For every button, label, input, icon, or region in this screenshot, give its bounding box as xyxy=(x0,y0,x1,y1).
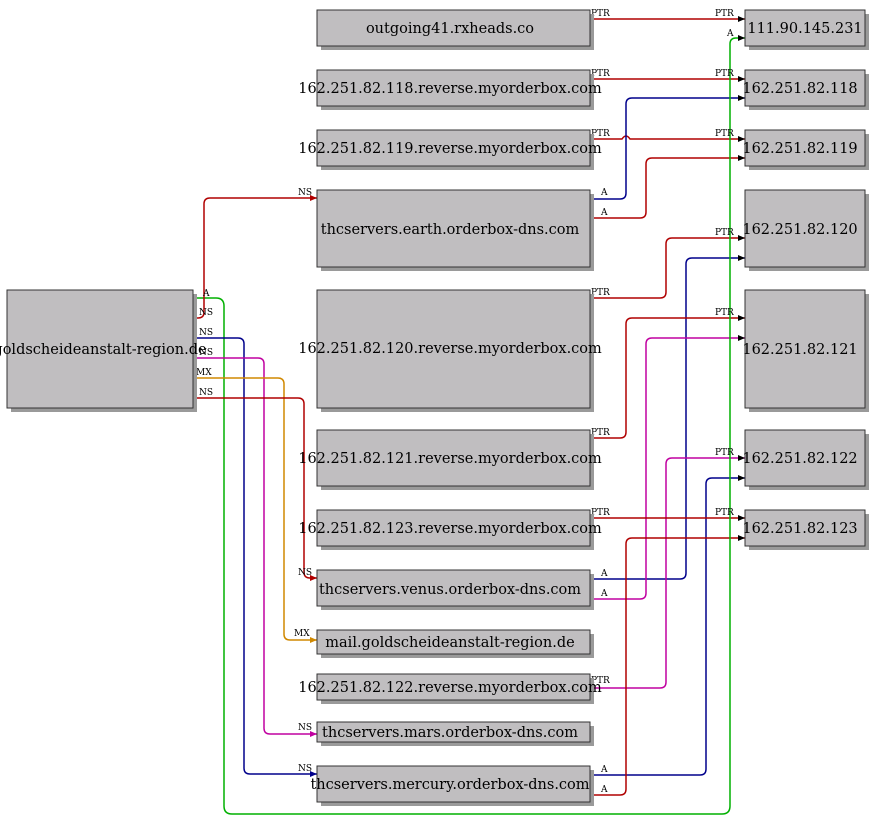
edge-a-mercury-122 xyxy=(590,477,745,776)
label-ns-gold-3: NS xyxy=(199,348,213,358)
label-a-gold: A xyxy=(202,289,210,299)
label-ns-venus: NS xyxy=(298,568,312,578)
label-ptr-rev120-src: PTR xyxy=(591,288,610,298)
node-rev121-label: 162.251.82.121.reverse.myorderbox.com xyxy=(298,451,602,467)
edge-ptr-rev121 xyxy=(590,317,745,439)
node-ip231[interactable]: 111.90.145.231 xyxy=(744,9,869,50)
edge-a-gold-231 xyxy=(193,37,745,815)
edge-ns-gold-earth xyxy=(193,197,317,319)
edge-a-mercury-123 xyxy=(590,537,745,796)
node-ip121[interactable]: 162.251.82.121 xyxy=(742,289,869,412)
node-rev118-label: 162.251.82.118.reverse.myorderbox.com xyxy=(298,81,602,97)
node-ip119-label: 162.251.82.119 xyxy=(742,141,857,157)
node-rev123[interactable]: 162.251.82.123.reverse.myorderbox.com xyxy=(298,509,602,550)
node-rev122[interactable]: 162.251.82.122.reverse.myorderbox.com xyxy=(298,673,602,704)
edge-ptr-rev120 xyxy=(590,237,745,299)
label-ptr-120-dst: PTR xyxy=(715,228,734,238)
label-ptr-outgoing41-dst: PTR xyxy=(715,9,734,19)
node-rev120-label: 162.251.82.120.reverse.myorderbox.com xyxy=(298,341,602,357)
node-venus[interactable]: thcservers.venus.orderbox-dns.com xyxy=(316,569,594,610)
label-ns-gold-2: NS xyxy=(199,328,213,338)
node-outgoing41[interactable]: outgoing41.rxheads.co xyxy=(316,9,594,50)
node-mail-label: mail.goldscheideanstalt-region.de xyxy=(325,635,574,651)
node-rev120[interactable]: 162.251.82.120.reverse.myorderbox.com xyxy=(298,289,602,412)
node-ip118[interactable]: 162.251.82.118 xyxy=(742,69,869,110)
node-ip119[interactable]: 162.251.82.119 xyxy=(742,129,869,170)
label-a-earth-1: A xyxy=(600,188,608,198)
node-mars-label: thcservers.mars.orderbox-dns.com xyxy=(322,725,578,741)
node-mercury-label: thcservers.mercury.orderbox-dns.com xyxy=(310,777,589,793)
node-goldscheideanstalt-label: goldscheideanstalt-region.de xyxy=(0,342,207,358)
label-ptr-rev119-dst: PTR xyxy=(715,129,734,139)
label-a-earth-2: A xyxy=(600,208,608,218)
edge-arrowheads xyxy=(310,16,745,777)
label-ns-gold-4: NS xyxy=(199,388,213,398)
node-rev118[interactable]: 162.251.82.118.reverse.myorderbox.com xyxy=(298,69,602,110)
node-outgoing41-label: outgoing41.rxheads.co xyxy=(366,21,534,37)
node-rev119-label: 162.251.82.119.reverse.myorderbox.com xyxy=(298,141,602,157)
node-mars[interactable]: thcservers.mars.orderbox-dns.com xyxy=(316,721,594,746)
label-ptr-rev121-src: PTR xyxy=(591,428,610,438)
node-ip122[interactable]: 162.251.82.122 xyxy=(742,429,869,490)
node-ip121-label: 162.251.82.121 xyxy=(742,342,857,358)
label-ptr-rev119-src: PTR xyxy=(591,129,610,139)
label-ns-mars: NS xyxy=(298,723,312,733)
node-ip120[interactable]: 162.251.82.120 xyxy=(742,189,869,271)
label-a-venus-1: A xyxy=(600,569,608,579)
label-a-venus-2: A xyxy=(600,589,608,599)
edge-a-earth-118 xyxy=(590,97,745,200)
edge-ns-gold-venus xyxy=(193,397,317,579)
label-ns-gold-1: NS xyxy=(199,308,213,318)
node-rev123-label: 162.251.82.123.reverse.myorderbox.com xyxy=(298,521,602,537)
node-rev122-label: 162.251.82.122.reverse.myorderbox.com xyxy=(298,680,602,696)
node-ip123[interactable]: 162.251.82.123 xyxy=(742,509,869,550)
node-ip122-label: 162.251.82.122 xyxy=(742,451,857,467)
edge-a-earth-119 xyxy=(590,157,745,219)
label-mx-mail: MX xyxy=(294,629,310,639)
label-ptr-122-dst: PTR xyxy=(715,448,734,458)
node-ip120-label: 162.251.82.120 xyxy=(742,222,857,238)
label-ptr-rev118-dst: PTR xyxy=(715,69,734,79)
node-venus-label: thcservers.venus.orderbox-dns.com xyxy=(319,582,581,598)
label-ptr-rev122-src: PTR xyxy=(591,676,610,686)
node-ip123-label: 162.251.82.123 xyxy=(742,521,857,537)
label-ptr-outgoing41-src: PTR xyxy=(591,9,610,19)
label-ptr-121-dst: PTR xyxy=(715,308,734,318)
node-ip118-label: 162.251.82.118 xyxy=(742,81,857,97)
edge-mx-gold-mail xyxy=(193,377,317,641)
node-rev119[interactable]: 162.251.82.119.reverse.myorderbox.com xyxy=(298,129,602,170)
node-ip231-label: 111.90.145.231 xyxy=(747,21,862,37)
node-goldscheideanstalt[interactable]: goldscheideanstalt-region.de xyxy=(0,289,207,412)
edge-a-venus-121 xyxy=(590,337,745,600)
node-mercury[interactable]: thcservers.mercury.orderbox-dns.com xyxy=(310,765,594,806)
label-mx-gold: MX xyxy=(196,368,212,378)
label-a-mercury-1: A xyxy=(600,765,608,775)
label-ns-mercury: NS xyxy=(298,764,312,774)
node-rev121[interactable]: 162.251.82.121.reverse.myorderbox.com xyxy=(298,429,602,490)
edge-ns-gold-mars xyxy=(193,357,317,735)
edge-a-venus-120 xyxy=(590,257,745,580)
label-a-231: A xyxy=(726,29,734,39)
label-ptr-rev123-src: PTR xyxy=(591,508,610,518)
label-ptr-123-dst: PTR xyxy=(715,508,734,518)
node-earth[interactable]: thcservers.earth.orderbox-dns.com xyxy=(316,189,594,271)
label-ns-earth: NS xyxy=(298,188,312,198)
node-mail[interactable]: mail.goldscheideanstalt-region.de xyxy=(316,629,594,658)
label-ptr-rev118-src: PTR xyxy=(591,69,610,79)
edge-ptr-rev122 xyxy=(590,457,745,689)
node-earth-label: thcservers.earth.orderbox-dns.com xyxy=(321,222,580,238)
label-a-mercury-2: A xyxy=(600,785,608,795)
edge-ns-gold-mercury xyxy=(193,337,317,775)
